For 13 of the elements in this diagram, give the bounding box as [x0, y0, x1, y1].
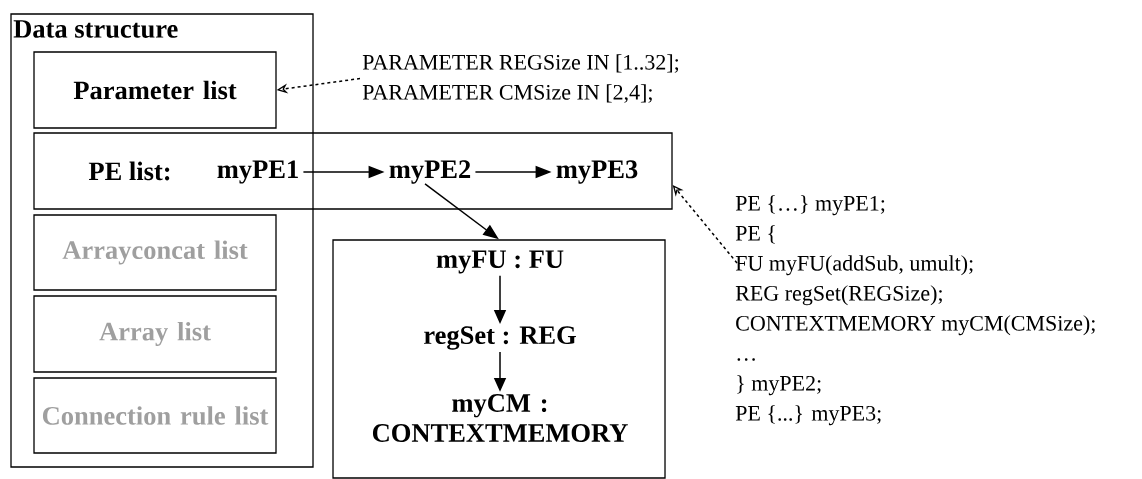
component-box	[332, 239, 666, 479]
component-label: myPE3	[556, 160, 638, 184]
list-box: Parameter list	[33, 51, 277, 129]
component-label: myPE1	[217, 160, 298, 184]
list-box: Arrayconcat list	[33, 214, 277, 291]
code-text: PARAMETER REGSize IN [1..32]; PARAMETER CMSize IN [2,4];	[362, 54, 679, 103]
component-label: myCM : CONTEXTMEMORY	[372, 394, 628, 442]
component-label: myPE2	[389, 160, 471, 184]
component-label: myFU : FU	[436, 250, 564, 274]
list-box: Connection rule list	[33, 377, 277, 454]
code-text: PE {…} myPE1; PE { FU myFU(addSub, umult); REG regSet(REGSize); CONTEXTMEMORY myCM(CMSize); … } myPE2; PE {...} myPE3;	[735, 195, 1095, 426]
component-label: regSet : REG	[424, 326, 576, 350]
list-box: Array list	[33, 295, 277, 373]
